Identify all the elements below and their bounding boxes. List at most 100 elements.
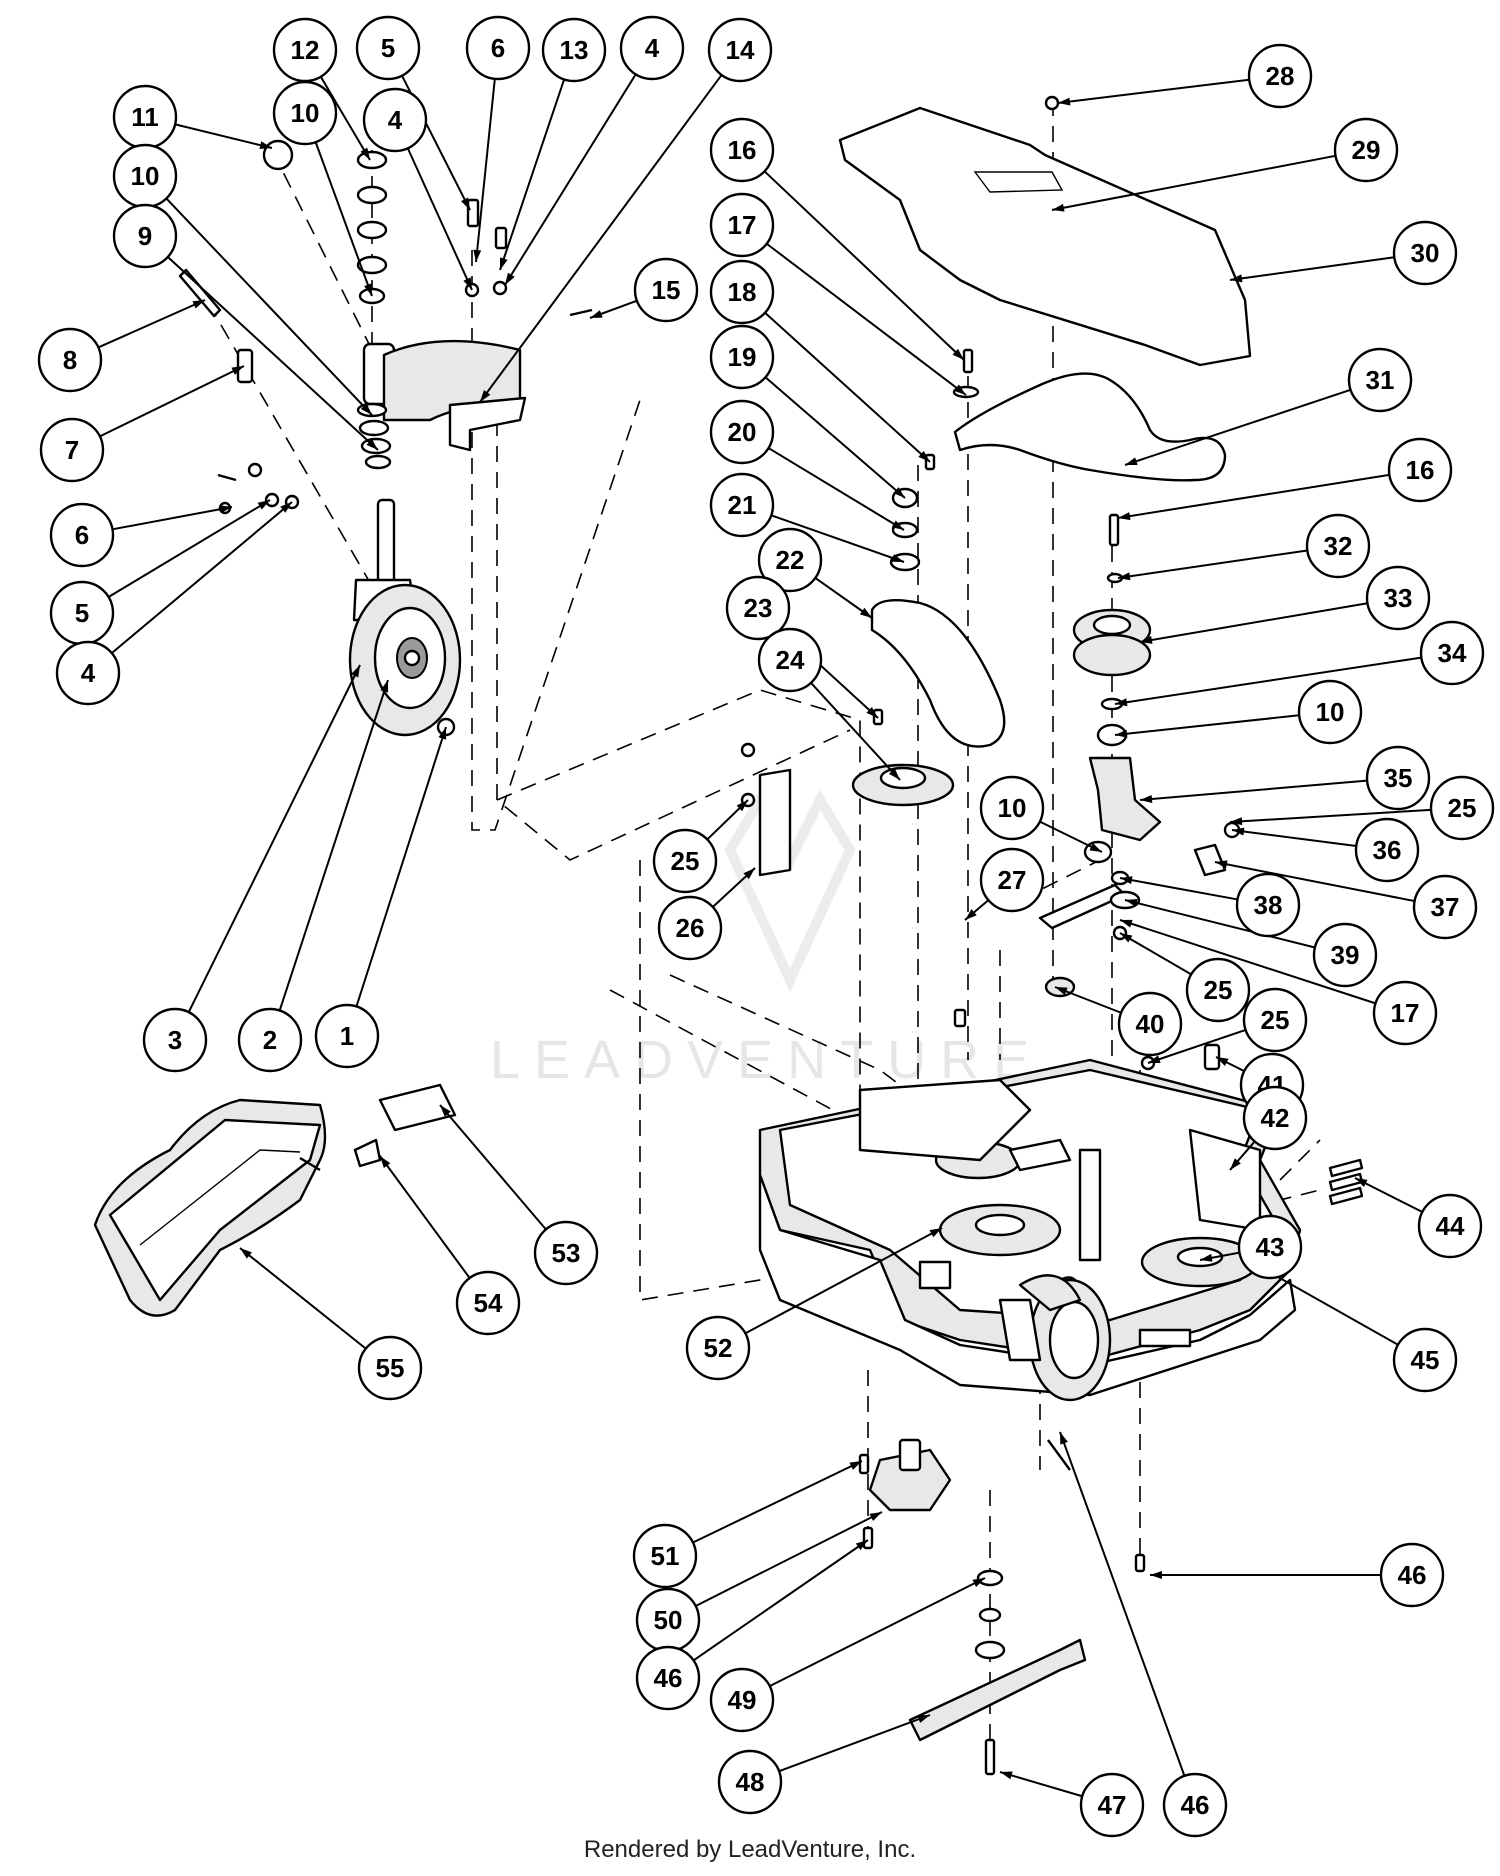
callout-c6-top: 6	[465, 15, 531, 81]
callout-c5-l: 5	[49, 580, 115, 646]
leader-arrow-c10-b	[360, 403, 372, 415]
callout-number: 28	[1266, 61, 1295, 91]
leader-arrow-c4-l	[280, 502, 292, 513]
callout-number: 24	[776, 645, 805, 675]
callout-c48: 48	[717, 1749, 783, 1815]
leader-line-c46-b	[692, 1539, 869, 1662]
callout-number: 46	[1398, 1560, 1427, 1590]
callout-number: 33	[1384, 583, 1413, 613]
callout-c10-b: 10	[112, 143, 178, 209]
callout-number: 25	[671, 846, 700, 876]
leader-arrow-c32	[1118, 572, 1131, 581]
callout-c12-top: 12	[272, 17, 338, 83]
callout-circle	[633, 257, 699, 323]
callout-number: 10	[1316, 697, 1345, 727]
leader-line-c30	[1229, 256, 1395, 281]
leader-line-c14	[479, 74, 723, 403]
leader-arrow-c23	[866, 706, 878, 718]
leader-arrow-c6-top	[473, 249, 482, 262]
callout-circle	[709, 192, 775, 258]
caster-wheel-assembly	[178, 139, 593, 737]
callout-number: 40	[1136, 1009, 1165, 1039]
callout-circle	[1392, 220, 1458, 286]
callout-c15: 15	[633, 257, 699, 323]
callout-number: 35	[1384, 763, 1413, 793]
leader-arrow-c36	[1232, 827, 1245, 836]
callout-c45: 45	[1392, 1327, 1458, 1393]
callout-circle	[55, 640, 121, 706]
leader-arrow-c16-b	[1118, 512, 1131, 521]
callout-circle	[757, 527, 823, 593]
callout-number: 14	[726, 35, 755, 65]
leader-line-c36	[1231, 829, 1357, 848]
callout-c46-b: 46	[635, 1645, 701, 1711]
pulleys	[851, 348, 1162, 864]
leader-arrow-c55	[240, 1248, 252, 1259]
callout-c13: 13	[541, 17, 607, 83]
leader-arrow-c15	[590, 310, 603, 318]
callout-c32: 32	[1305, 513, 1371, 579]
leader-line-c37	[1214, 861, 1415, 903]
leader-arrow-c22	[859, 607, 872, 618]
callout-c27: 27	[979, 847, 1045, 913]
callout-c22: 22	[757, 527, 823, 593]
callout-number: 3	[168, 1025, 182, 1055]
callout-circle	[709, 324, 775, 390]
leader-arrow-c43	[1200, 1253, 1213, 1262]
callout-circle	[533, 1220, 599, 1286]
leader-arrow-c1	[438, 727, 447, 740]
callout-number: 13	[560, 35, 589, 65]
callout-number: 22	[776, 545, 805, 575]
callout-circle	[709, 259, 775, 325]
callout-c51: 51	[632, 1523, 698, 1589]
watermark-text: LEADVENTURE	[490, 1030, 1043, 1090]
leader-arrow-c35	[1140, 794, 1153, 803]
callout-circle	[979, 775, 1045, 841]
callout-circle	[709, 1667, 775, 1733]
callout-c34: 34	[1419, 620, 1485, 686]
callout-number: 21	[728, 490, 757, 520]
leader-line-c52	[744, 1227, 943, 1335]
leader-arrow-c9	[366, 438, 378, 450]
leader-arrow-c40	[1055, 987, 1068, 996]
leader-arrow-c42	[1230, 1158, 1241, 1170]
leader-line-c46-c	[1059, 1431, 1186, 1777]
leader-line-c7	[99, 365, 245, 438]
callout-c53: 53	[533, 1220, 599, 1286]
callout-number: 53	[552, 1238, 581, 1268]
callout-circle	[1162, 1772, 1228, 1838]
callout-c10-d: 10	[979, 775, 1045, 841]
leader-line-c44	[1354, 1177, 1423, 1213]
callout-number: 11	[131, 102, 159, 132]
callout-circle	[979, 847, 1045, 913]
callout-circle	[49, 502, 115, 568]
callout-circle	[39, 417, 105, 483]
callout-circle	[635, 1645, 701, 1711]
leader-arrow-c46-a	[1150, 1571, 1162, 1579]
callout-circle	[707, 17, 773, 83]
callout-circle	[1365, 565, 1431, 631]
callout-number: 27	[998, 865, 1027, 895]
callout-circle	[1312, 922, 1378, 988]
callout-circle	[657, 895, 723, 961]
mower-deck	[758, 1058, 1364, 1402]
callout-c25-b: 25	[652, 828, 718, 894]
callout-c25-c: 25	[1185, 957, 1251, 1023]
callout-number: 18	[728, 277, 757, 307]
callout-c28: 28	[1247, 43, 1313, 109]
callout-c43: 43	[1237, 1214, 1303, 1280]
callout-circle	[1372, 980, 1438, 1046]
leader-line-c18	[764, 312, 931, 463]
leader-line-c45	[1261, 1267, 1399, 1346]
leader-arrow-c3	[351, 665, 360, 678]
leader-arrow-c49	[972, 1578, 985, 1587]
callout-number: 55	[376, 1353, 405, 1383]
deck-cover	[838, 95, 1252, 367]
leader-arrow-c18	[918, 450, 930, 462]
callout-c23: 23	[725, 575, 791, 641]
leader-arrow-c53	[440, 1105, 451, 1117]
callout-c20: 20	[709, 399, 775, 465]
leader-arrow-c25-a	[1230, 817, 1243, 826]
callout-c47: 47	[1079, 1772, 1145, 1838]
callout-number: 23	[744, 593, 773, 623]
